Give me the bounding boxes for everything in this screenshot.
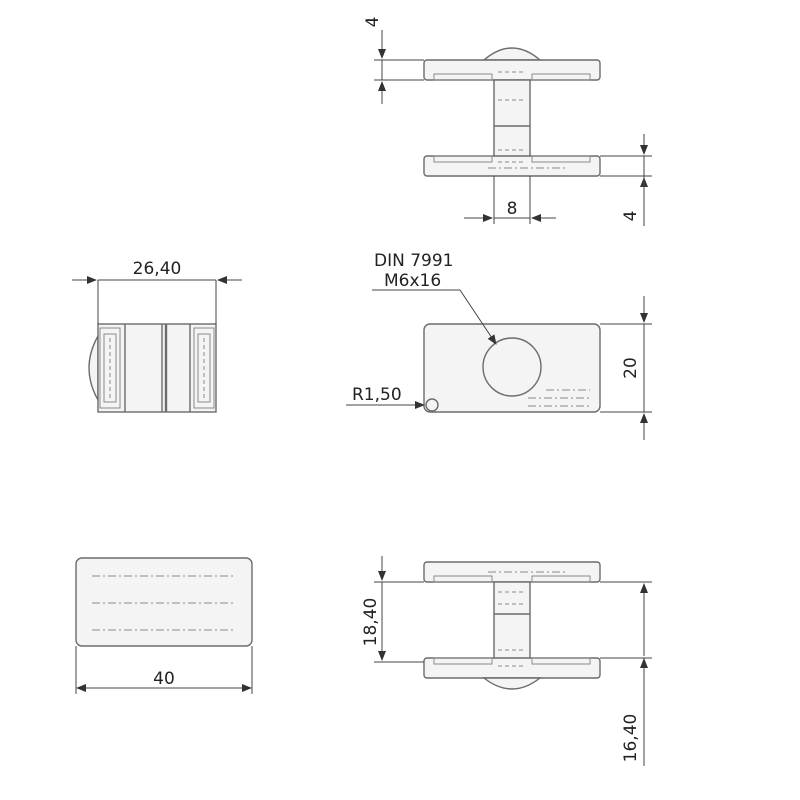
dim-right-label: 16,40 (621, 714, 641, 763)
callout-line1: DIN 7991 (374, 251, 454, 271)
plan-view: 40 (75, 557, 253, 694)
front-view: DIN 7991 M6x16 R1,50 20 (346, 251, 652, 440)
screw-hole (482, 337, 542, 397)
side-view: 26,40 (72, 259, 242, 413)
top-view: 4 8 4 (363, 17, 652, 226)
dim-top-label: 4 (363, 17, 383, 28)
height-label: 20 (621, 357, 641, 379)
length-label: 40 (153, 669, 175, 689)
dim-left-label: 18,40 (361, 598, 381, 647)
bottom-view: 18,40 16,40 (361, 556, 652, 766)
corner-radius-mark (425, 398, 439, 412)
radius-label: R1,50 (352, 385, 402, 405)
callout-line2: M6x16 (384, 271, 441, 291)
dim-width-label: 26,40 (133, 259, 182, 279)
dim-bottom-label: 4 (621, 211, 641, 222)
dim-web-label: 8 (507, 199, 518, 219)
